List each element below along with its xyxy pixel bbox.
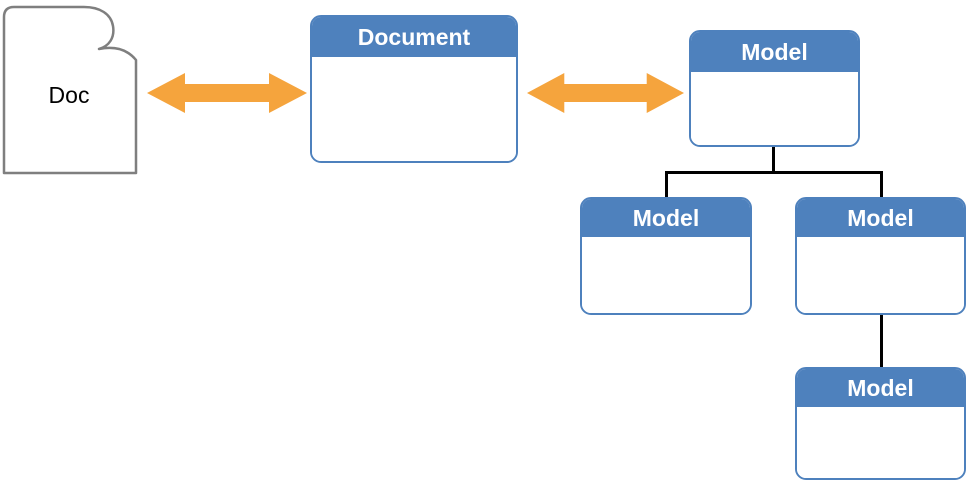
model-right-child-box-body xyxy=(797,237,964,313)
model-grandchild-box-body xyxy=(797,407,964,478)
connector-line xyxy=(880,171,883,197)
model-left-child-box-title: Model xyxy=(632,204,700,231)
connector-line xyxy=(772,147,775,174)
model-root-box: Model xyxy=(689,30,860,147)
model-root-box-title: Model xyxy=(741,38,808,65)
connector-line xyxy=(665,171,883,174)
document-box-header: Document xyxy=(312,17,516,57)
model-grandchild-box-header: Model xyxy=(797,369,964,407)
double-arrow-icon xyxy=(147,72,307,119)
model-grandchild-box-title: Model xyxy=(847,374,914,401)
doc-label: Doc xyxy=(48,81,90,108)
model-grandchild-box: Model xyxy=(795,367,966,480)
connector-line xyxy=(880,314,883,368)
model-root-box-header: Model xyxy=(691,32,858,72)
document-box-title: Document xyxy=(357,23,471,50)
double-arrow-icon xyxy=(527,72,684,119)
model-right-child-box: Model xyxy=(795,197,966,315)
model-right-child-box-title: Model xyxy=(847,204,914,231)
model-left-child-box-body xyxy=(582,237,750,313)
document-box: Document xyxy=(310,15,518,163)
doc-page-icon xyxy=(2,3,140,175)
model-right-child-box-header: Model xyxy=(797,199,964,237)
model-left-child-box: Model xyxy=(580,197,752,315)
document-box-body xyxy=(312,57,516,161)
model-left-child-box-header: Model xyxy=(582,199,750,237)
connector-line xyxy=(665,171,668,197)
model-root-box-body xyxy=(691,72,858,145)
